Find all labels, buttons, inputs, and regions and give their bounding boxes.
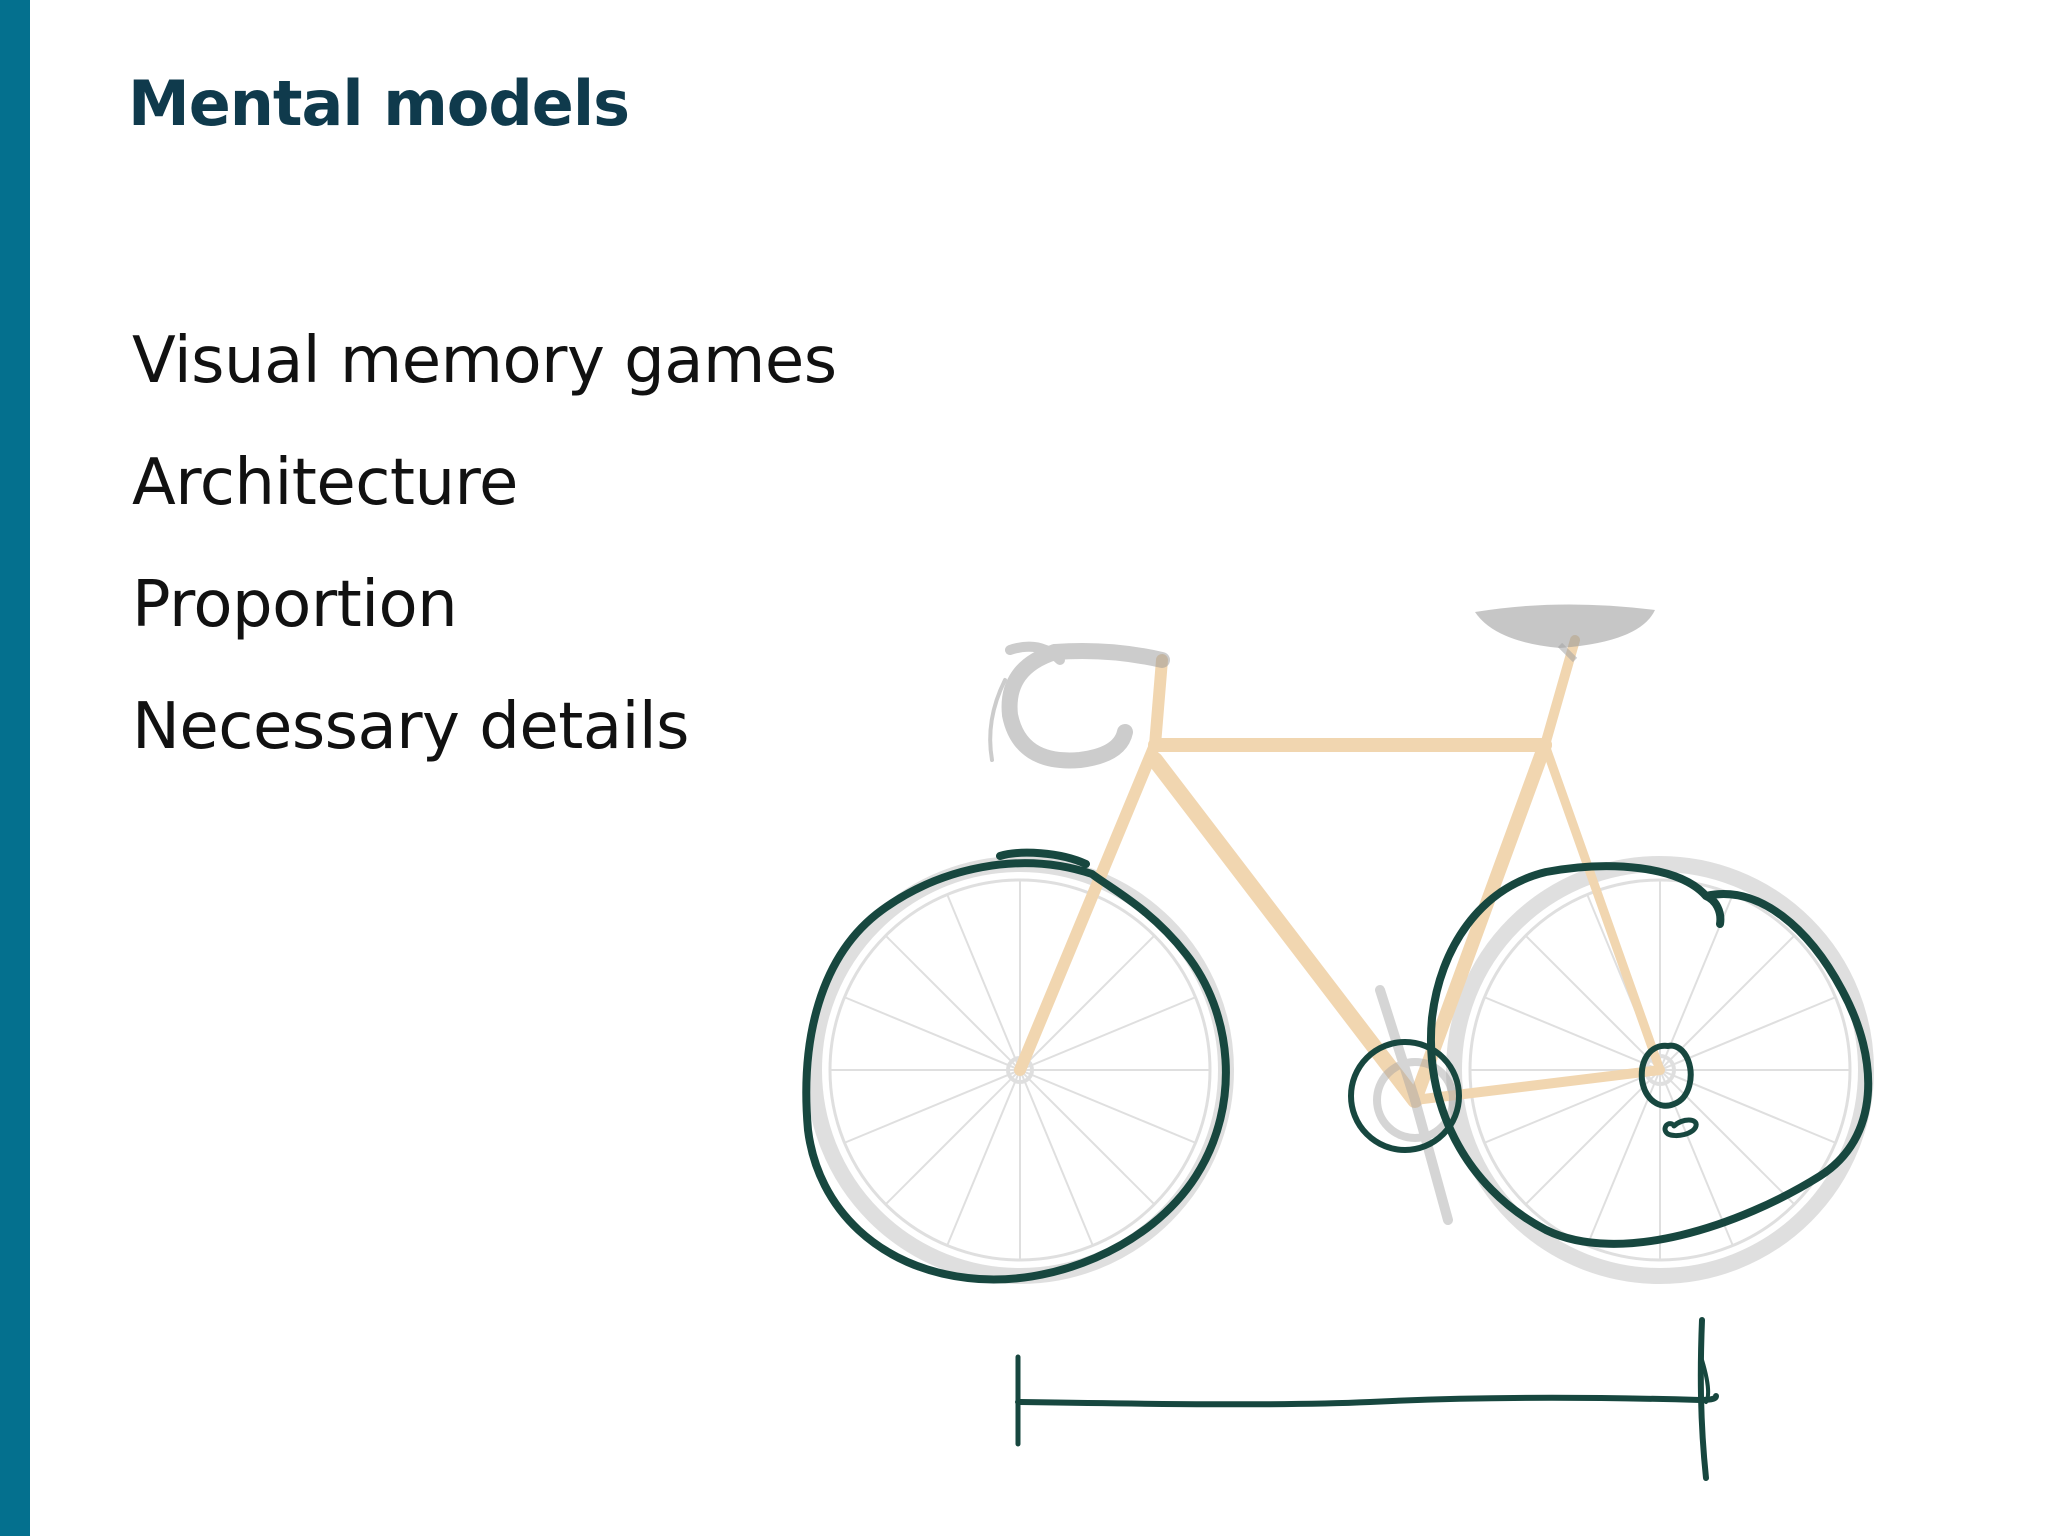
sketch-overlay xyxy=(802,848,1873,1481)
bicycle-photo xyxy=(806,604,1874,1284)
saddle-photo xyxy=(1475,604,1655,663)
sketch-rear-wheel xyxy=(802,848,1230,1284)
bullet-item: Visual memory games xyxy=(132,324,837,398)
sketch-hub xyxy=(1638,1042,1694,1109)
sketch-small-mark xyxy=(1662,1117,1699,1139)
sketch-crank-circle xyxy=(1348,1039,1462,1153)
accent-bar xyxy=(0,0,30,1536)
handlebar-photo xyxy=(988,641,1170,769)
bicycle-frame-photo xyxy=(1014,635,1665,1108)
bullet-item: Proportion xyxy=(132,568,458,642)
sketch-dimension-line xyxy=(1015,1317,1719,1481)
slide-title: Mental models xyxy=(128,67,630,140)
sketch-front-wheel xyxy=(1427,862,1873,1248)
bullet-list: Visual memory games Architecture Proport… xyxy=(132,300,837,788)
bullet-item: Architecture xyxy=(132,446,518,520)
bullet-item: Necessary details xyxy=(132,690,689,764)
